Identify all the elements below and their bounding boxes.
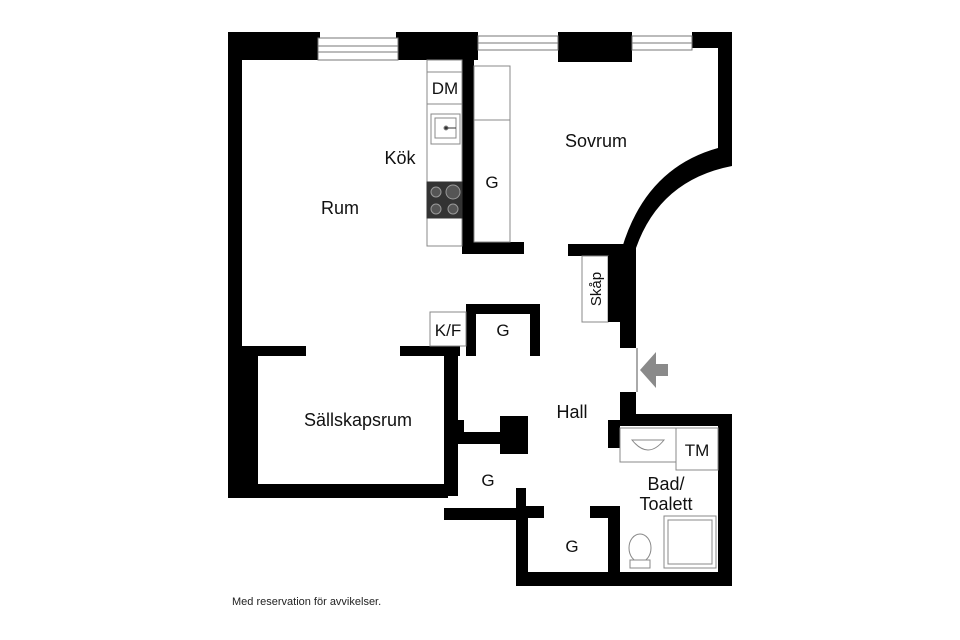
g-hall-upper-label: G: [496, 321, 509, 340]
wall-skap-top: [568, 244, 628, 256]
wall-divider-rum-left: [228, 346, 306, 356]
wall-bath-left-lower: [608, 506, 620, 586]
bathroom-fixtures: [619, 427, 719, 569]
wall-top-left: [228, 32, 320, 60]
room-kok-label: Kök: [384, 148, 416, 168]
wall-g-left-bottom: [444, 508, 528, 520]
wall-curved: [622, 148, 732, 248]
wall-g-lower-right: [516, 488, 526, 518]
room-sallskapsrum-label: Sällskapsrum: [304, 410, 412, 430]
wall-kitchen-bedroom: [462, 56, 474, 252]
wall-right-hall: [620, 244, 636, 348]
wall-g-lower-top-right: [590, 506, 620, 518]
stove-burners: [430, 184, 461, 215]
wall-g-left-stub: [500, 416, 528, 454]
room-rum-label: Rum: [321, 198, 359, 218]
tm-box: [675, 427, 719, 471]
wall-bath-right: [718, 414, 732, 586]
entrance-opening: [636, 348, 638, 392]
wall-divider-rum-right: [400, 346, 460, 356]
dishwasher: [426, 71, 463, 105]
wall-bottom-right: [516, 572, 732, 586]
wall-bottom-g-left: [516, 506, 528, 586]
room-bad-label-2: Toalett: [639, 494, 692, 514]
wall-bath-top: [620, 414, 732, 426]
wall-bedroom-bottom: [462, 242, 524, 254]
tm-label: TM: [685, 441, 710, 460]
kf-label: K/F: [435, 321, 461, 340]
shower-box: [663, 515, 717, 569]
dm-label: DM: [432, 79, 458, 98]
walls: [228, 32, 732, 586]
wall-top-mid: [396, 32, 478, 60]
skap-label: Skåp: [588, 272, 605, 306]
bedroom-wardrobe: [473, 65, 511, 243]
windows: [317, 35, 693, 61]
wall-left-upper: [228, 32, 242, 350]
entrance-arrow-icon: [640, 352, 668, 388]
wall-right-upper: [718, 32, 732, 162]
skap-wall: [608, 256, 620, 322]
wall-top-mid2: [558, 32, 632, 62]
footnote-disclaimer: Med reservation för avvikelser.: [232, 596, 382, 608]
skap-closet: [581, 255, 609, 323]
window-rum: [317, 37, 399, 61]
wall-right-hall-lower: [620, 392, 636, 420]
wall-g-upper-left: [466, 304, 476, 356]
wall-left-lower: [228, 346, 258, 498]
wall-g-upper-right: [530, 304, 540, 356]
wall-sallskap-hall: [444, 346, 458, 496]
wall-bottom-left: [228, 484, 448, 498]
room-bad-label-1: Bad/: [647, 474, 684, 494]
room-hall-label: Hall: [556, 402, 587, 422]
g-kitchen-label: G: [485, 173, 498, 192]
g-bottom-label: G: [565, 537, 578, 556]
g-hall-lower-label: G: [481, 471, 494, 490]
toilet-icon: [628, 533, 652, 563]
room-sovrum-label: Sovrum: [565, 131, 627, 151]
wall-g-left-side: [458, 420, 464, 434]
wall-bath-left-upper: [608, 420, 620, 448]
kf-box: [429, 311, 467, 347]
wall-g-upper-top: [466, 304, 540, 314]
washbasin-icon: [630, 439, 666, 451]
